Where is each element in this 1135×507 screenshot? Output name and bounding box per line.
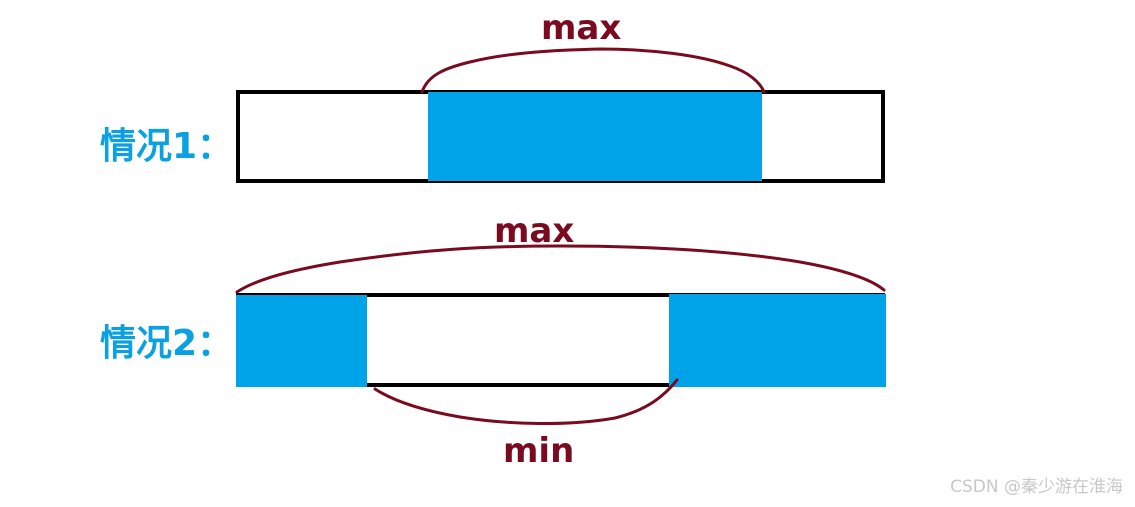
case2-label: 情况2： [100,323,234,364]
watermark: CSDN @秦少游在淮海 [950,477,1123,497]
case2-max-label: max [494,211,575,251]
case2-left-filled-segment [236,295,367,387]
case1-max-label: max [541,8,622,48]
case1-bar [236,47,885,183]
case2-min-brace [373,378,679,426]
case2-bar [235,244,886,426]
case2-min-label: min [503,431,575,471]
case2-max-brace [235,244,886,294]
case1-max-brace [420,47,766,94]
case1-label: 情况1： [100,126,234,167]
case2-right-filled-segment [669,294,886,387]
case1-filled-segment [428,92,762,181]
